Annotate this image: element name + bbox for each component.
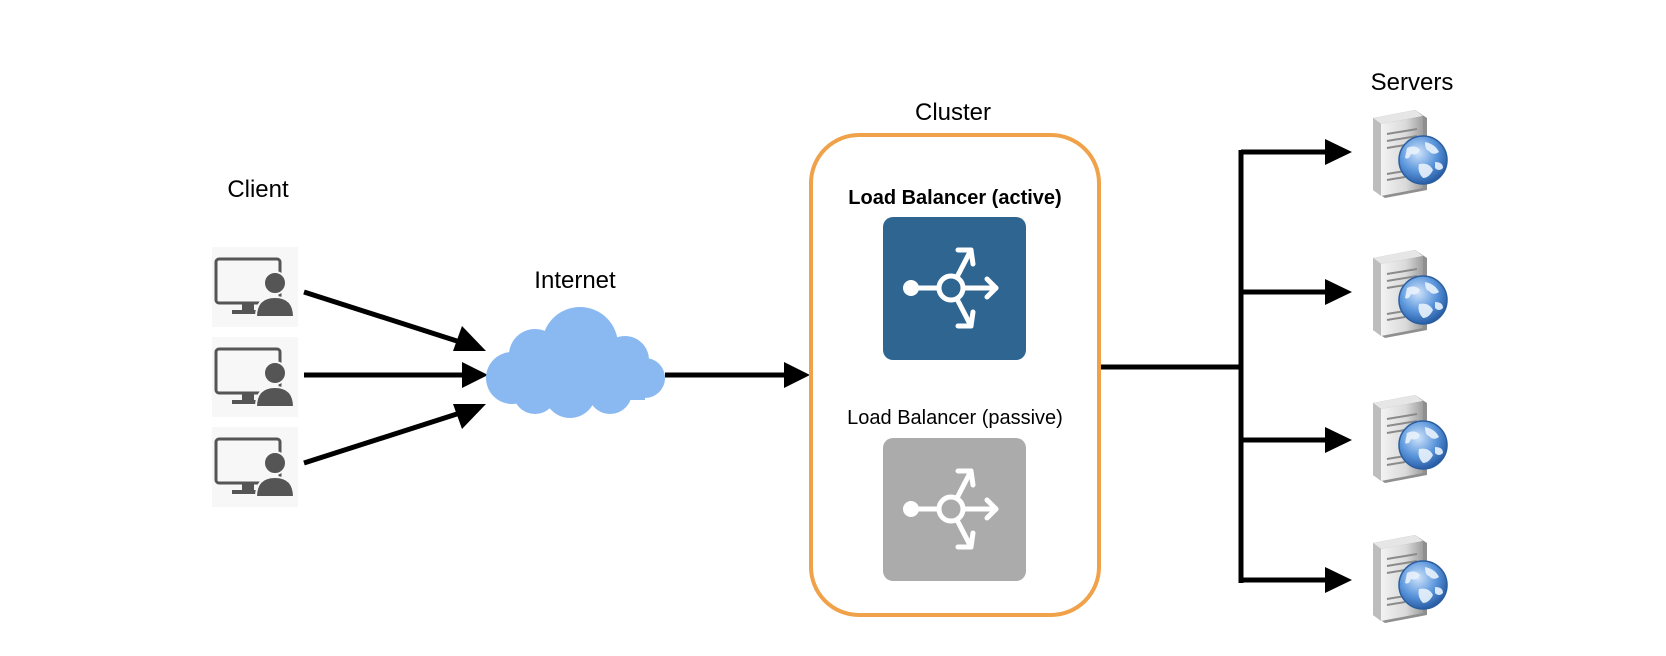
arrow-head [1325, 139, 1352, 165]
web-server-icon [1372, 394, 1448, 484]
user-computer-icon [210, 335, 300, 419]
user-computer-icon [210, 245, 300, 329]
cluster-boundary [809, 133, 1101, 617]
internet-to-cluster-connector [665, 362, 810, 388]
cluster-to-servers-connectors [1101, 139, 1352, 593]
web-server-icon [1372, 249, 1448, 339]
lb-passive-label: Load Balancer (passive) [847, 407, 1063, 429]
load-balancer-passive-icon [883, 438, 1026, 581]
user-computer-icon [210, 425, 300, 509]
web-server-icon [1372, 534, 1448, 624]
internet-label: Internet [534, 267, 616, 294]
lb-active-label: Load Balancer (active) [848, 187, 1061, 209]
arrow-head [462, 362, 488, 388]
arrow-head [784, 362, 810, 388]
client-to-internet-connectors [303, 289, 488, 466]
arrow-head [1325, 279, 1352, 305]
arrow-head [1325, 567, 1352, 593]
web-server-icon [1372, 109, 1448, 199]
cluster-label: Cluster [915, 99, 991, 126]
connector-line [303, 410, 461, 466]
arrow-head [1325, 427, 1352, 453]
arrow-head [453, 326, 486, 351]
cloud-icon [486, 307, 665, 418]
load-balancer-active-icon [883, 217, 1026, 360]
servers-label: Servers [1371, 69, 1454, 96]
connector-line [303, 289, 461, 345]
client-label: Client [227, 176, 289, 203]
arrow-head [453, 404, 486, 429]
